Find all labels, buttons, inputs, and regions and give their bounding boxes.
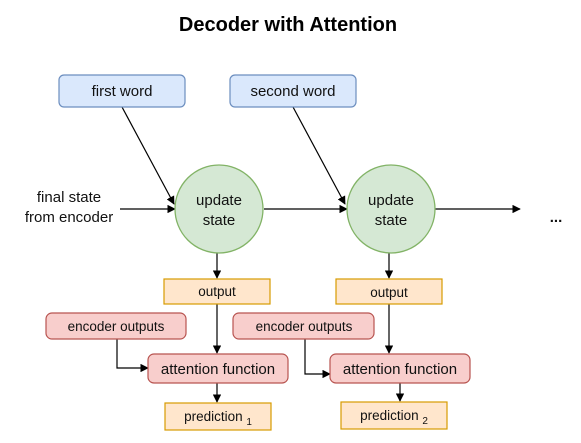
update-state-2-line1: update (368, 192, 414, 209)
prediction-subscript-1: 1 (246, 417, 252, 428)
attention-function-box-2 (329, 353, 471, 384)
second-word-box (229, 74, 357, 108)
output-node-2: output (335, 278, 443, 305)
prediction-text-1: prediction (184, 409, 243, 424)
update-state-circle-2 (346, 164, 436, 254)
diagram-title: Decoder with Attention (179, 14, 397, 36)
second-word-label: second word (250, 83, 335, 100)
prediction-text-2: prediction (360, 408, 419, 423)
attention-function-node-1: attention function (147, 353, 289, 384)
encoder-outputs-node-1: encoder outputs (45, 312, 187, 340)
attention-function-node-2: attention function (329, 353, 471, 384)
output-label-2: output (370, 285, 408, 300)
encoder-outputs-box-2 (232, 312, 375, 340)
update-state-2-line2: state (375, 212, 408, 229)
prediction-subscript-2: 2 (422, 416, 428, 427)
prediction-box-2 (340, 401, 448, 430)
first-word-label: first word (92, 83, 153, 100)
second-word-node: second word (229, 74, 357, 108)
edge-first-word-to-update1 (121, 106, 175, 205)
first-word-box (58, 74, 186, 108)
update-state-1-line2: state (203, 212, 236, 229)
encoder-outputs-label-1: encoder outputs (68, 319, 165, 334)
edge-encoder2-to-attention2 (304, 339, 331, 379)
output-label-1: output (198, 284, 236, 299)
attention-function-label-2: attention function (343, 361, 457, 378)
prediction-label-1: prediction 1 (184, 409, 252, 428)
prediction-box-1 (164, 402, 272, 431)
output-box-1 (163, 278, 271, 305)
output-box-2 (335, 278, 443, 305)
attention-function-label-1: attention function (161, 361, 275, 378)
encoder-outputs-box-1 (45, 312, 187, 340)
prediction-node-2: prediction 2 (340, 401, 448, 430)
encoder-outputs-node-2: encoder outputs (232, 312, 375, 340)
edge-second-word-to-update2 (292, 106, 346, 205)
update-state-node-1: update state (174, 164, 264, 254)
final-state-label-line1: final state (37, 189, 101, 206)
encoder-outputs-label-2: encoder outputs (256, 319, 353, 334)
prediction-node-1: prediction 1 (164, 402, 272, 431)
final-state-label-line2: from encoder (25, 209, 113, 226)
update-state-1-line1: update (196, 192, 242, 209)
first-word-node: first word (58, 74, 186, 108)
prediction-label-2: prediction 2 (360, 408, 428, 427)
continuation-ellipsis: ... (550, 209, 563, 226)
edge-encoder1-to-attention1 (116, 339, 149, 373)
update-state-circle-1 (174, 164, 264, 254)
output-node-1: output (163, 278, 271, 305)
attention-function-box-1 (147, 353, 289, 384)
edges (116, 106, 521, 403)
update-state-node-2: update state (346, 164, 436, 254)
